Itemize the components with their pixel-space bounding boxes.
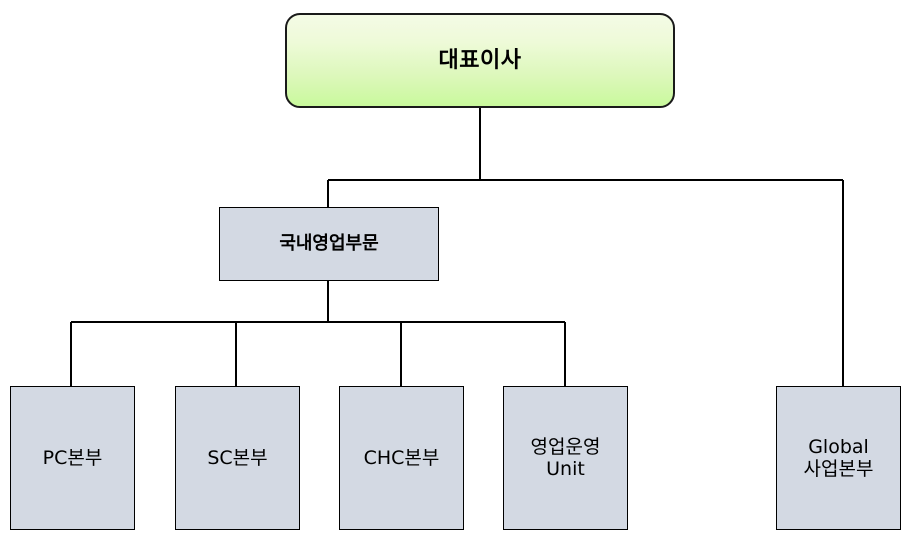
node-pc-division[interactable]: PC본부 [10, 386, 135, 530]
node-global-business-division-label: Global 사업본부 [803, 435, 874, 480]
node-chc-division[interactable]: CHC본부 [339, 386, 464, 530]
node-ceo[interactable]: 대표이사 [285, 13, 675, 108]
node-pc-division-label: PC본부 [42, 446, 103, 469]
node-chc-division-label: CHC본부 [363, 446, 440, 469]
node-sales-operations-unit[interactable]: 영업운영 Unit [503, 386, 628, 530]
node-global-business-division[interactable]: Global 사업본부 [776, 386, 901, 530]
node-sales-operations-unit-label: 영업운영 Unit [530, 435, 601, 480]
node-sc-division[interactable]: SC본부 [175, 386, 300, 530]
node-sc-division-label: SC본부 [207, 446, 268, 469]
node-domestic-sales-division[interactable]: 국내영업부문 [219, 207, 439, 281]
node-ceo-label: 대표이사 [438, 47, 522, 73]
node-domestic-sales-division-label: 국내영업부문 [279, 232, 379, 254]
